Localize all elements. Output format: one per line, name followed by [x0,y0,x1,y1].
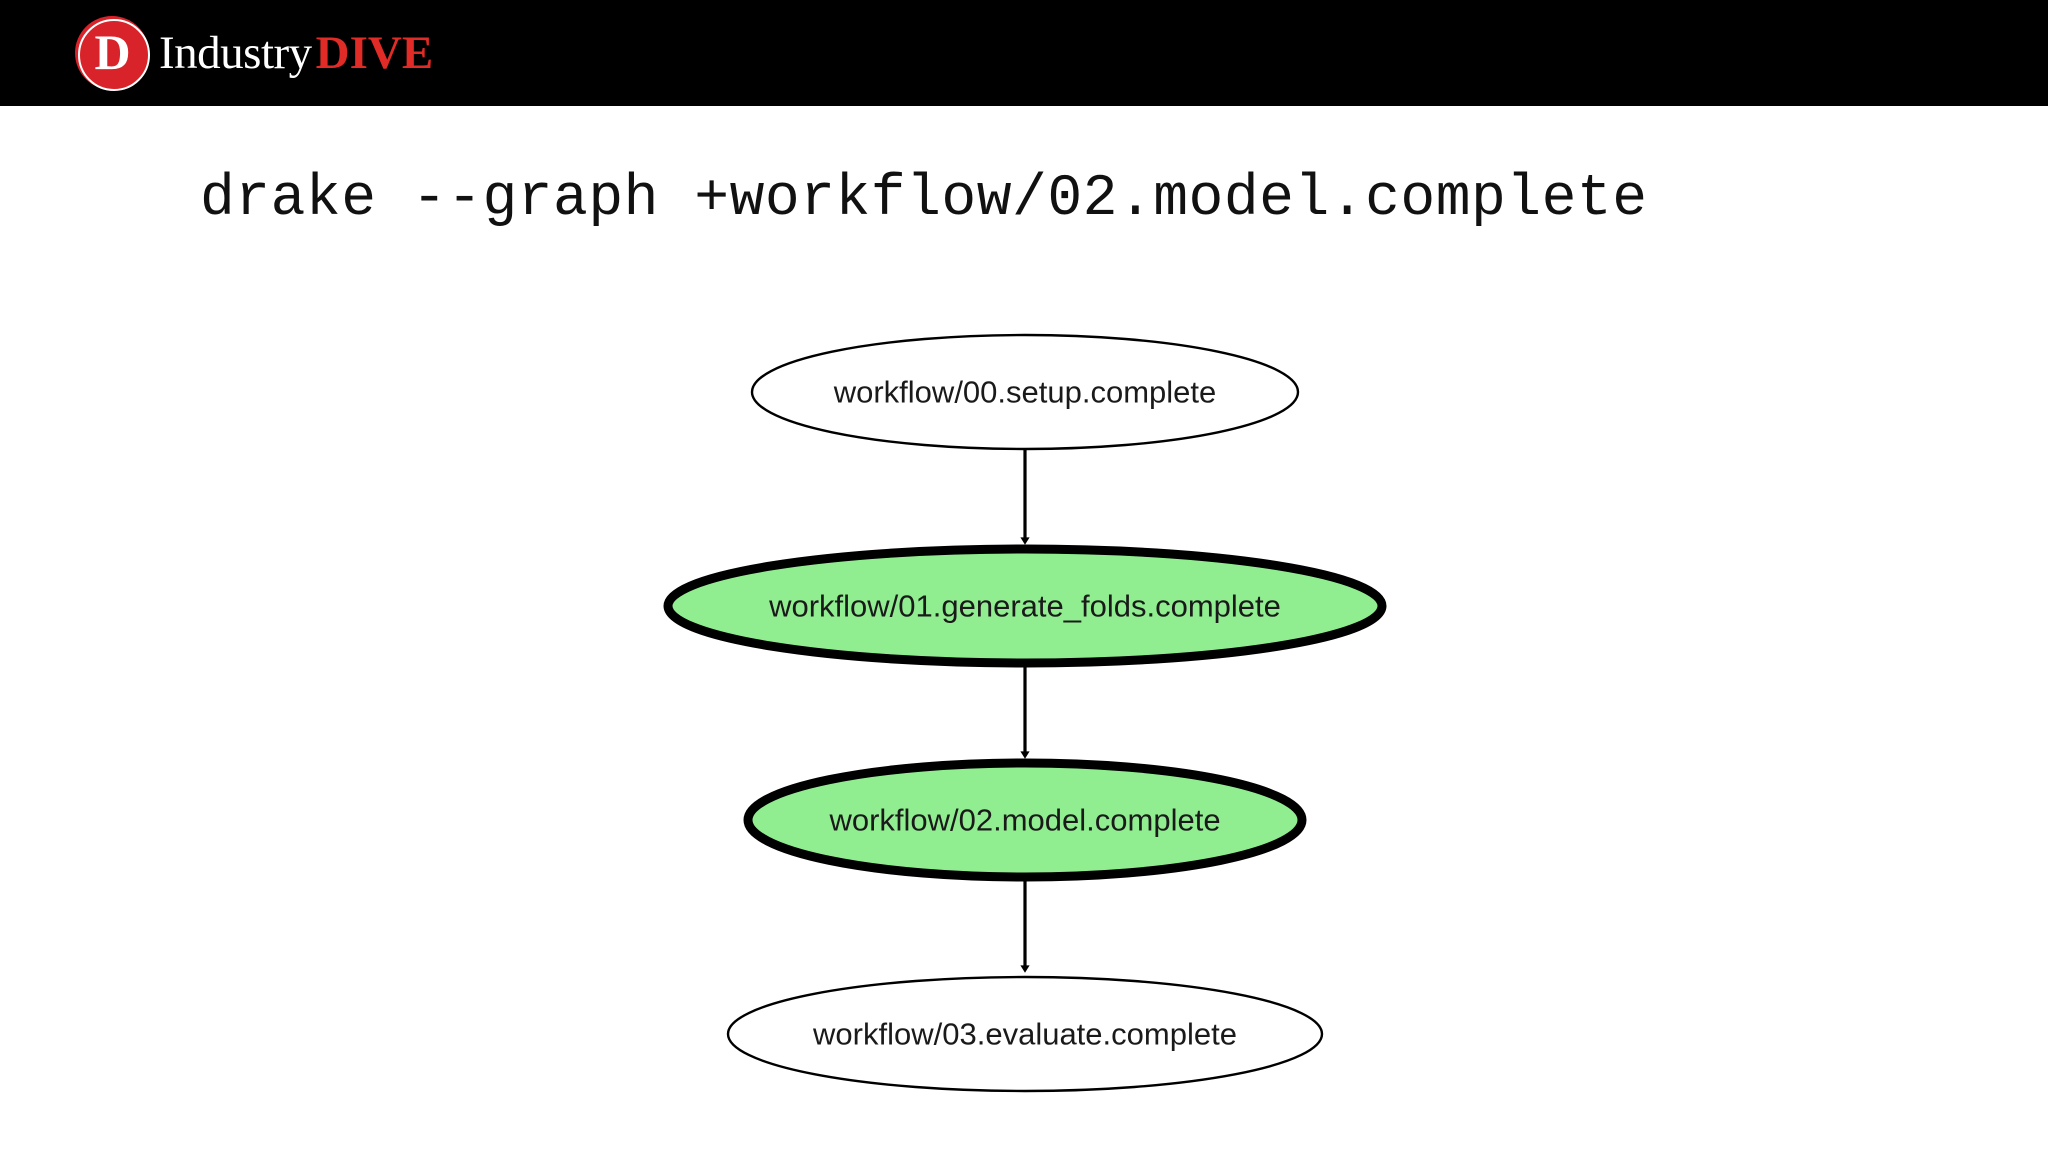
node-label: workflow/03.evaluate.complete [812,1017,1237,1052]
node-ellipse [750,333,1300,451]
graph-node-evaluate[interactable]: workflow/03.evaluate.complete [726,975,1324,1093]
graph-node-setup[interactable]: workflow/00.setup.complete [750,333,1300,451]
brand-wordmark: Industry DIVE [159,26,434,79]
node-label: workflow/00.setup.complete [833,375,1217,410]
brand-logo: D Industry DIVE [75,14,433,92]
graph-node-generate-folds[interactable]: workflow/01.generate_folds.complete [663,544,1387,668]
node-ellipse [663,544,1387,668]
workflow-graph: workflow/00.setup.complete workflow/01.g… [0,300,2048,1130]
logo-mark-letter: D [94,24,130,80]
node-label: workflow/02.model.complete [828,803,1220,838]
workflow-graph-svg: workflow/00.setup.complete workflow/01.g… [663,333,1387,1093]
command-title: drake --graph +workflow/02.model.complet… [200,167,1648,232]
header-bar: D Industry DIVE [0,0,2048,106]
graph-node-model[interactable]: workflow/02.model.complete [743,758,1307,882]
brand-word-dive: DIVE [315,26,434,79]
brand-word-industry: Industry [159,26,312,79]
node-ellipse [726,975,1324,1093]
industry-dive-d-icon: D [75,16,150,91]
node-ellipse [743,758,1307,882]
node-label: workflow/01.generate_folds.complete [768,589,1281,624]
